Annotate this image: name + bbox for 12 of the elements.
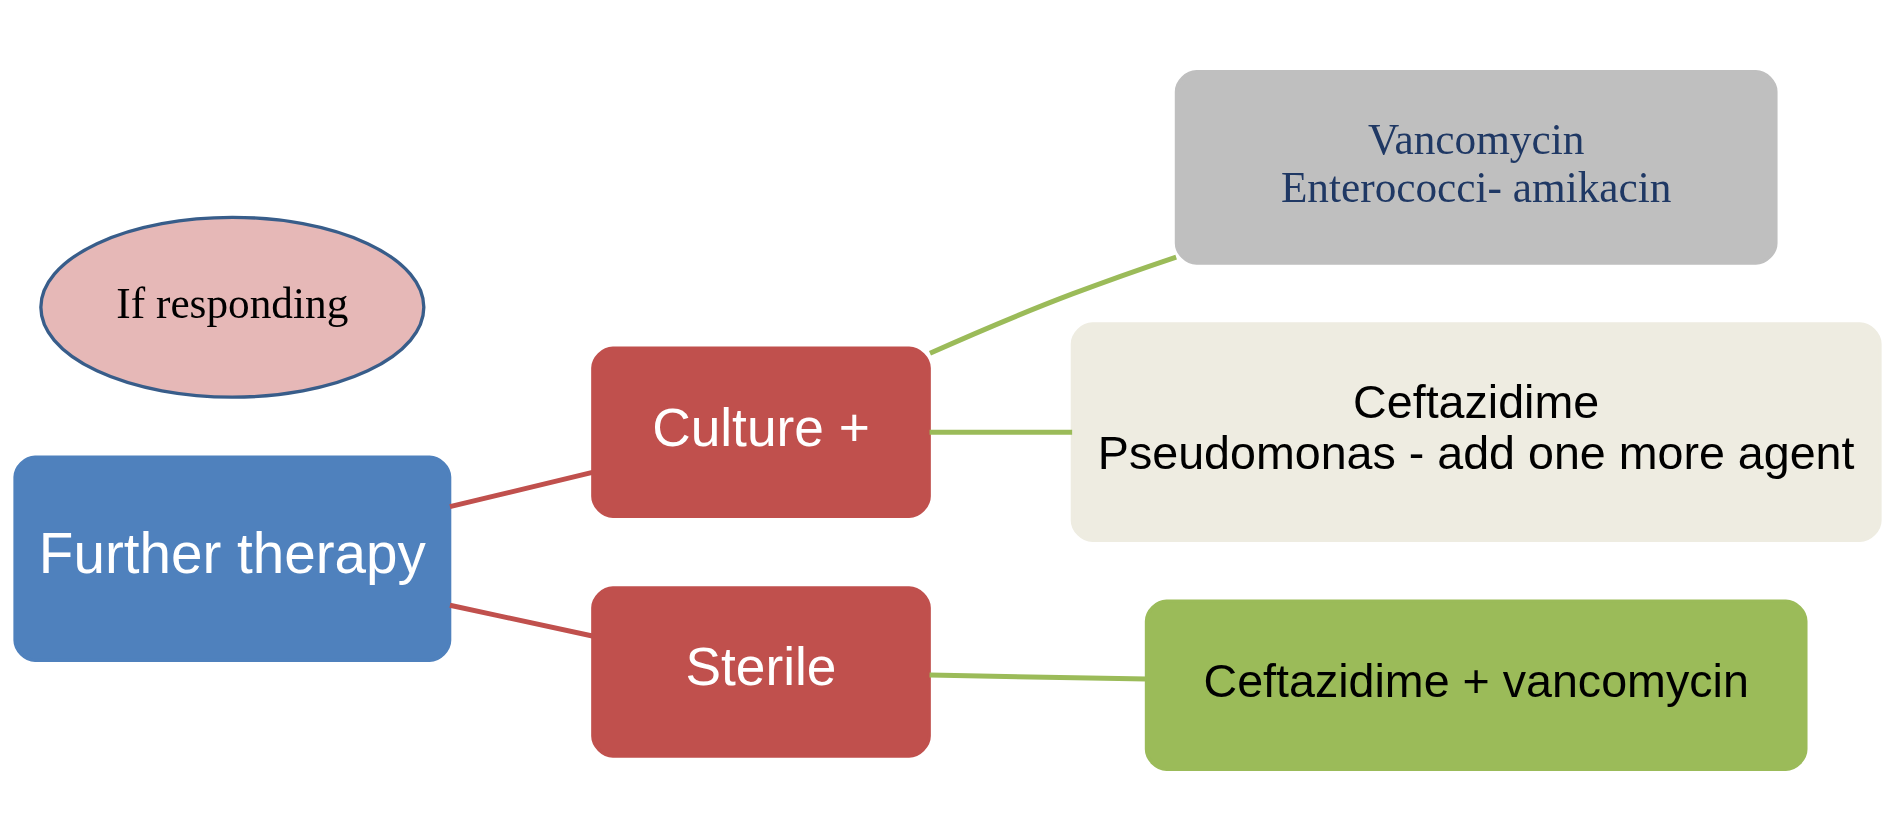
connector [929,429,1073,435]
connector [929,672,1147,682]
node-box: Culture + [591,345,931,518]
connector [928,254,1177,356]
node-box: Ceftazidime + vancomycin [1144,599,1808,771]
node-box: Sterile [591,585,931,758]
node-box: Ceftazidime Pseudomonas - add one more agent [1070,321,1882,542]
node-ellipse: If responding [39,215,426,399]
connector [449,469,593,509]
node-box: Further therapy [13,454,452,662]
node-box: Vancomycin Enterococci- amikacin [1174,69,1778,265]
connector [449,602,593,638]
